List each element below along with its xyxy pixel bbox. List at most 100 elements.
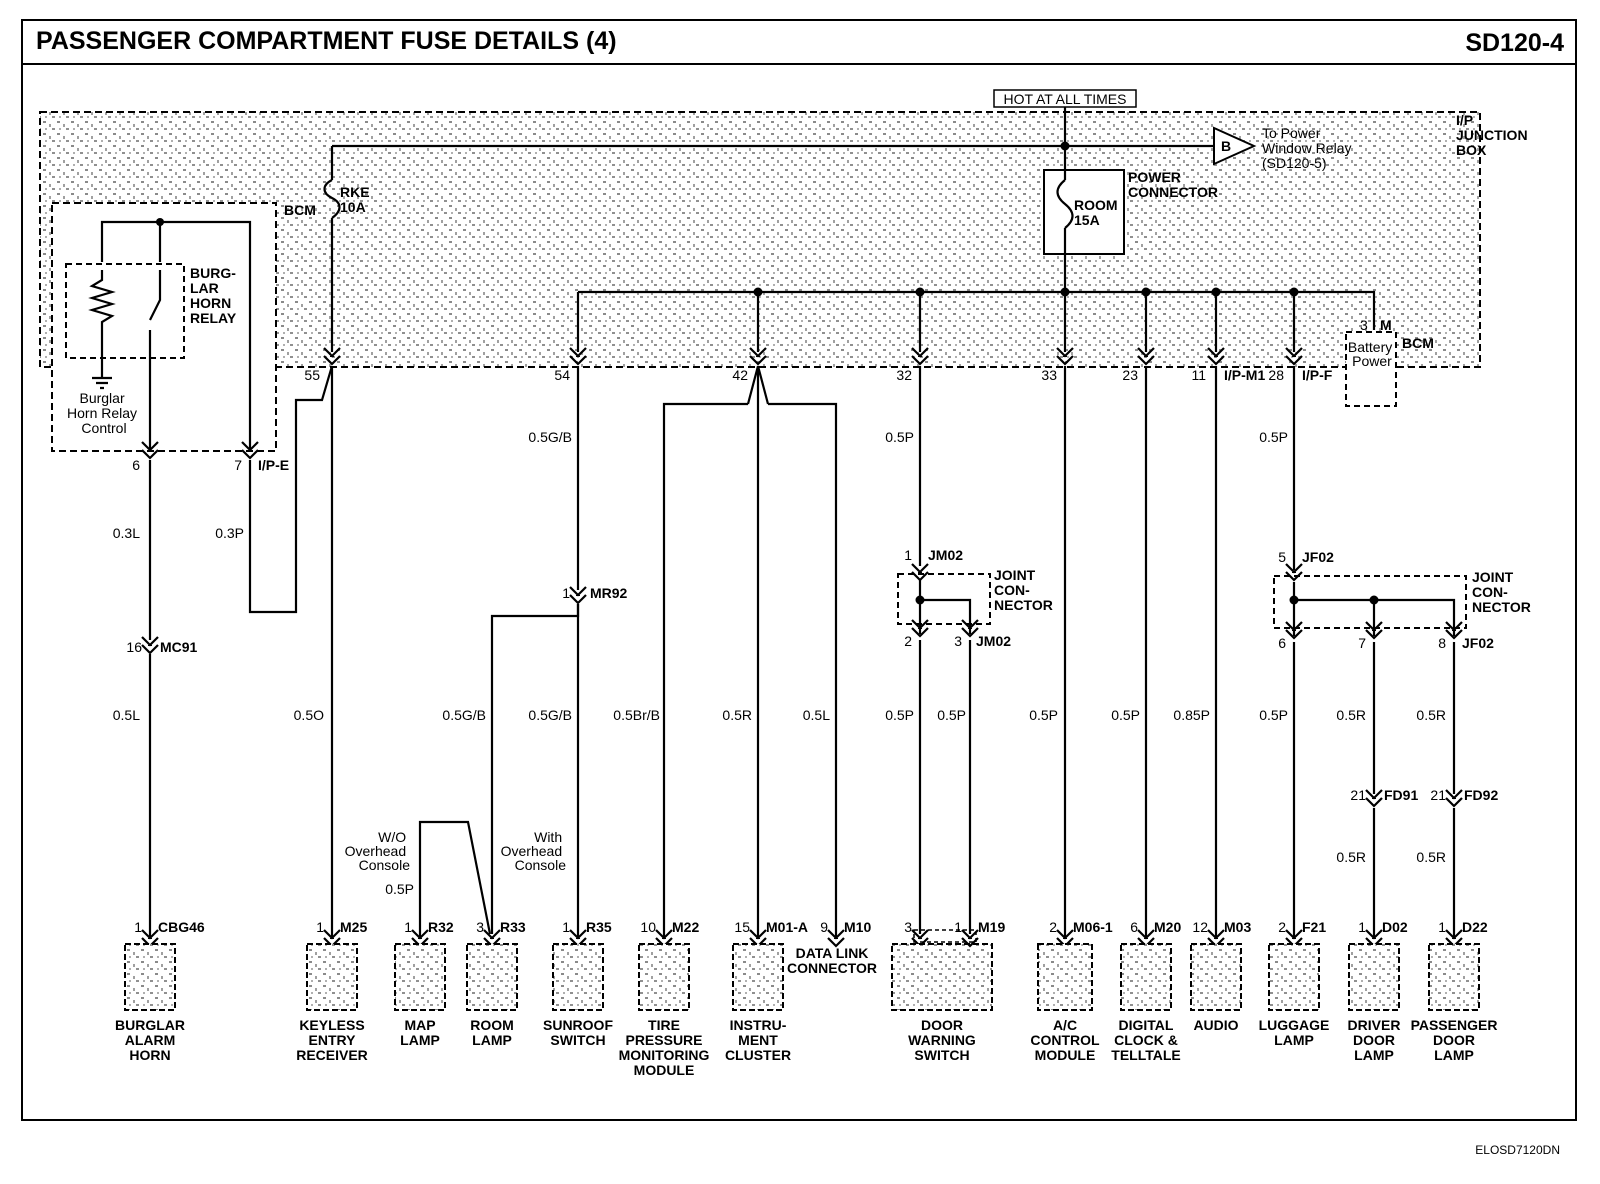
component-connector: M01-A <box>766 919 808 935</box>
component-connector: D22 <box>1462 919 1488 935</box>
pin-23: 23 <box>1122 367 1138 383</box>
component-connector: M03 <box>1224 919 1251 935</box>
jf02-joint-label: JOINT CON- NECTOR <box>1472 569 1531 615</box>
top-chevron-3 <box>911 347 929 366</box>
battery-power-label: Battery Power <box>1348 339 1396 369</box>
component-pin: 3 <box>904 919 912 935</box>
component-pin: 9 <box>820 919 828 935</box>
wire-keyless-loop <box>248 365 334 614</box>
component-connector: M19 <box>978 919 1005 935</box>
component-connector: D02 <box>1382 919 1408 935</box>
component-pin: 15 <box>734 919 750 935</box>
top-chevron-0 <box>323 347 341 366</box>
jm02-dot <box>915 595 925 605</box>
relay-control-label: Burglar Horn Relay Control <box>67 390 141 436</box>
inline-connector-chevrons <box>141 563 1463 808</box>
battery-conn: M <box>1380 317 1392 333</box>
fd91-pin: 21 <box>1350 787 1366 803</box>
component-body <box>306 943 358 1011</box>
bus-drops <box>576 292 1296 352</box>
power-window-label: To Power Window Relay (SD120-5) <box>1262 125 1355 171</box>
wire-0-5p-dw1: 0.5P <box>885 707 914 723</box>
component-body <box>1037 943 1093 1011</box>
mr92-pin: 1 <box>562 585 570 601</box>
wire-0-5r-p2: 0.5R <box>1416 849 1446 865</box>
relay-coil <box>88 270 116 350</box>
jf02-dot-a <box>1289 595 1299 605</box>
component-body <box>1348 943 1400 1011</box>
pin-33: 33 <box>1041 367 1057 383</box>
pin-28: 28 <box>1268 367 1284 383</box>
jm02-top-chevron <box>911 563 929 582</box>
top-chevron-6 <box>1207 347 1225 366</box>
component-pin: 1 <box>316 919 324 935</box>
pin-6: 6 <box>132 457 140 473</box>
wire-pin42 <box>662 365 838 938</box>
component-chevron <box>827 929 845 948</box>
component-body <box>1120 943 1172 1011</box>
wire-0-5r-d1: 0.5R <box>1336 707 1366 723</box>
component-pin: 12 <box>1192 919 1208 935</box>
hot-at-all-times: HOT AT ALL TIMES <box>1004 91 1127 107</box>
mc91-label: MC91 <box>160 639 198 655</box>
room-fuse-label: ROOM 15A <box>1074 197 1121 228</box>
jf02-bottom-label: JF02 <box>1462 635 1494 651</box>
component-body <box>466 943 518 1011</box>
wo-overhead-label: W/O Overhead Console <box>345 829 411 873</box>
wire-0-5p-map: 0.5P <box>385 881 414 897</box>
component-connector: R35 <box>586 919 612 935</box>
power-connector-box <box>1043 169 1125 255</box>
rke-fuse-label: RKE 10A <box>340 184 373 215</box>
component-pin: 6 <box>1130 919 1138 935</box>
jm02-pin-3: 3 <box>954 633 962 649</box>
wire-0-5brb: 0.5Br/B <box>613 707 660 723</box>
pin-42: 42 <box>732 367 748 383</box>
relay-top-wire <box>100 220 252 452</box>
component-pin: 10 <box>640 919 656 935</box>
wire-map-lamp <box>418 820 492 938</box>
fd91-chevron <box>1365 789 1383 808</box>
component-connector: M10 <box>844 919 871 935</box>
wire-0-5r-d2: 0.5R <box>1336 849 1366 865</box>
wire-0-5gb-c: 0.5G/B <box>528 707 572 723</box>
top-connector-chevrons <box>141 347 1303 460</box>
component-pin: 1 <box>404 919 412 935</box>
component-chevron <box>961 929 979 948</box>
left-chevron-0 <box>141 441 159 460</box>
component-connector: R33 <box>500 919 526 935</box>
component-body <box>638 943 690 1011</box>
wire-0-5gb-b: 0.5G/B <box>442 707 486 723</box>
top-chevron-4 <box>1056 347 1074 366</box>
page-code: SD120-4 <box>1465 29 1564 57</box>
page-title: PASSENGER COMPARTMENT FUSE DETAILS (4) <box>36 27 617 55</box>
jm02-bottom-label: JM02 <box>976 633 1011 649</box>
wire-0-5o: 0.5O <box>294 707 324 723</box>
component-body <box>552 943 604 1011</box>
component-body <box>394 943 446 1011</box>
pin-11: 11 <box>1191 367 1206 383</box>
component-connector: M20 <box>1154 919 1181 935</box>
pin-54: 54 <box>554 367 570 383</box>
component-pin: 3 <box>476 919 484 935</box>
wire-0-5l-dlc: 0.5L <box>803 707 830 723</box>
power-window-ref-triangle <box>1213 126 1257 166</box>
component-connector: R32 <box>428 919 454 935</box>
jf02-a-chevron <box>1285 621 1303 640</box>
component-body <box>1268 943 1320 1011</box>
rke-fuse-symbol <box>323 179 341 219</box>
bcm-label: BCM <box>284 202 316 218</box>
